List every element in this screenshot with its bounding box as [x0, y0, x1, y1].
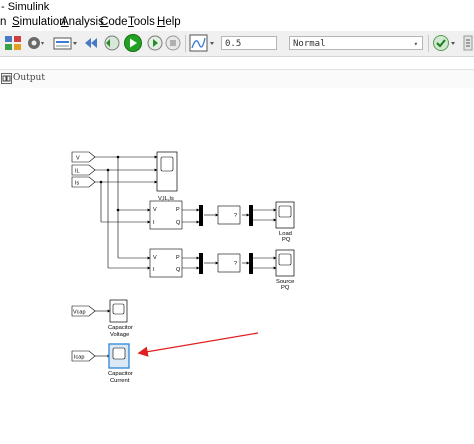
stop-icon[interactable]: [164, 34, 182, 52]
svg-text:IL: IL: [75, 169, 80, 175]
svg-text:P: P: [176, 207, 180, 213]
window-title: - Simulink: [1, 1, 50, 13]
svg-text:PQ: PQ: [281, 285, 290, 291]
signal-lines-load: [182, 208, 277, 224]
svg-text:PQ: PQ: [282, 237, 291, 243]
overflow-icon[interactable]: [462, 34, 474, 52]
menu-code[interactable]: Code: [100, 16, 128, 28]
svg-text:V: V: [153, 255, 157, 261]
svg-text:?: ?: [234, 261, 237, 267]
svg-text:Capacitor: Capacitor: [108, 371, 133, 377]
scope-capacitor-current[interactable]: Capacitor Current: [108, 343, 133, 384]
model-canvas[interactable]: V IL Is: [0, 88, 474, 439]
svg-text:V: V: [153, 207, 157, 213]
stop-time-input[interactable]: 0.5: [221, 36, 277, 50]
svg-text:P: P: [176, 255, 180, 261]
svg-text:Q: Q: [176, 220, 181, 226]
breadcrumb-output[interactable]: Output: [13, 73, 45, 83]
from-block-vcap[interactable]: Vcap: [71, 305, 96, 317]
step-forward-icon[interactable]: [146, 34, 164, 52]
mux-source[interactable]: [199, 253, 203, 274]
menu-analysis[interactable]: Analysis: [61, 16, 104, 28]
subsystem-icon[interactable]: [1, 73, 12, 84]
svg-text:I: I: [153, 220, 155, 226]
gain-block-load[interactable]: ?: [217, 205, 241, 225]
library-browser-icon[interactable]: [4, 34, 24, 52]
svg-text:Source: Source: [276, 279, 294, 285]
svg-text:Is: Is: [75, 181, 80, 187]
scope-load-pq[interactable]: Load PQ: [275, 201, 295, 243]
svg-text:?: ?: [234, 213, 237, 219]
scope-source-pq[interactable]: Source PQ: [275, 249, 294, 291]
svg-text:Vcap: Vcap: [73, 310, 86, 316]
pq-block-load[interactable]: V I P Q: [149, 200, 183, 230]
menu-simulation[interactable]: Simulation: [12, 16, 66, 28]
from-block-is[interactable]: Is: [71, 176, 96, 188]
signal-lines-source: [182, 256, 277, 270]
toolbar-separator: [185, 35, 186, 52]
svg-text:Current: Current: [110, 378, 130, 384]
from-block-v[interactable]: V: [71, 151, 96, 163]
svg-text:Capacitor: Capacitor: [108, 325, 133, 331]
simulation-mode-select[interactable]: Normal ▾: [289, 36, 423, 50]
toolbar-separator: [428, 35, 429, 52]
toolbar: 0.5 Normal ▾: [0, 31, 474, 57]
menu-bar: n Simulation Analysis Code Tools Help: [0, 14, 474, 31]
svg-text:V,IL,Is: V,IL,Is: [158, 196, 174, 202]
scope-vils[interactable]: V,IL,Is: [156, 151, 178, 202]
pq-block-source[interactable]: V I P Q: [149, 248, 183, 278]
model-advisor-check-icon[interactable]: [432, 34, 458, 52]
demux-load[interactable]: [249, 205, 253, 226]
menu-tools[interactable]: Tools: [128, 16, 155, 28]
run-icon[interactable]: [123, 34, 143, 52]
svg-text:Q: Q: [176, 267, 181, 273]
mux-load[interactable]: [199, 205, 203, 226]
settings-gear-icon[interactable]: [26, 34, 46, 52]
window-title-bar: - Simulink: [0, 0, 474, 14]
svg-text:Load: Load: [279, 231, 292, 237]
annotation-arrow: [137, 332, 259, 357]
svg-text:Voltage: Voltage: [110, 332, 129, 338]
chevron-down-icon: ▾: [413, 40, 418, 48]
signal-lines-main: [95, 155, 158, 270]
breadcrumb: Output: [0, 69, 474, 89]
demux-source[interactable]: [249, 253, 253, 274]
svg-text:Icap: Icap: [74, 355, 84, 361]
from-block-icap[interactable]: Icap: [71, 350, 96, 362]
svg-text:V: V: [76, 156, 80, 162]
data-inspector-icon[interactable]: [189, 34, 217, 52]
from-block-il[interactable]: IL: [71, 164, 96, 176]
step-back-icon[interactable]: [83, 34, 101, 52]
model-explorer-icon[interactable]: [53, 34, 79, 52]
step-back-run-icon[interactable]: [103, 34, 121, 52]
scope-capacitor-voltage[interactable]: Capacitor Voltage: [108, 299, 133, 338]
menu-help[interactable]: Help: [157, 16, 181, 28]
gain-block-source[interactable]: ?: [217, 253, 241, 273]
menu-view-partial[interactable]: n: [0, 16, 7, 28]
svg-text:I: I: [153, 267, 155, 273]
